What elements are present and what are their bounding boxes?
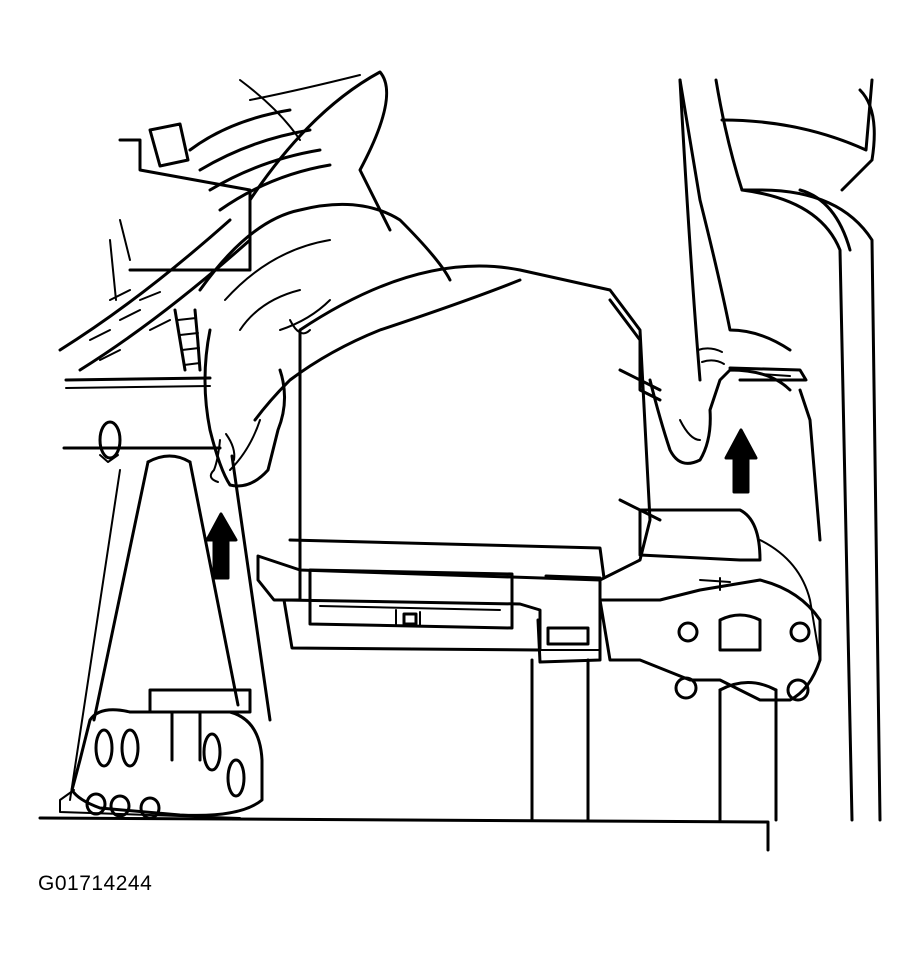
right-mounting-bracket <box>598 508 822 822</box>
right-hand <box>648 78 822 542</box>
wiring-harness <box>58 74 361 389</box>
base-panel <box>38 658 770 852</box>
left-mounting-bracket <box>59 688 264 820</box>
electronic-module <box>256 264 662 664</box>
right-trim-panel <box>678 78 882 822</box>
figure-id-label: G01714244 <box>38 872 153 895</box>
up-arrow-icon <box>724 428 758 494</box>
up-arrow-icon <box>205 512 238 580</box>
left-rail <box>62 420 272 801</box>
left-hand <box>198 70 522 488</box>
